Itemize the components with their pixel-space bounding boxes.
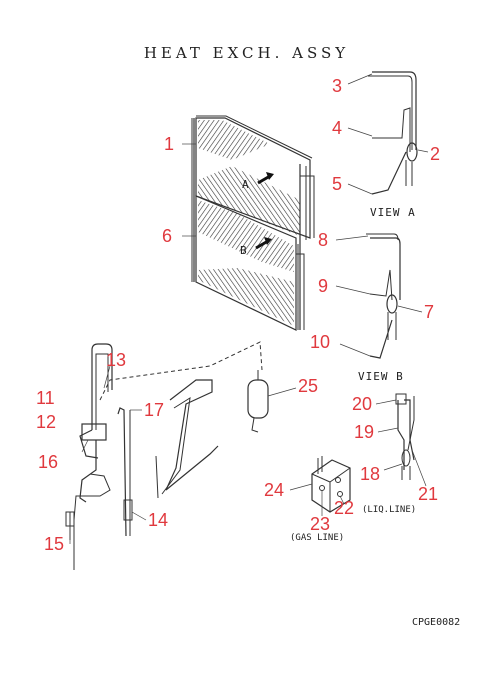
- callout-2: 2: [430, 144, 440, 164]
- callout-17: 17: [144, 400, 164, 420]
- callout-24: 24: [264, 480, 284, 500]
- view-a-piping: [368, 71, 418, 195]
- marker-b: B: [240, 244, 248, 257]
- callout-21: 21: [418, 484, 438, 504]
- callout-19: 19: [354, 422, 374, 442]
- page-title: HEAT EXCH. ASSY: [143, 44, 350, 62]
- callout-9: 9: [318, 276, 328, 296]
- parts-18-21: [395, 393, 415, 480]
- callout-25: 25: [298, 376, 318, 396]
- callout-11: 11: [36, 388, 55, 408]
- callout-10: 10: [310, 332, 330, 352]
- callout-6: 6: [162, 226, 172, 246]
- view-a-label: VIEW A: [370, 206, 416, 219]
- callout-16: 16: [38, 452, 58, 472]
- callout-12: 12: [36, 412, 56, 432]
- marker-a: A: [242, 178, 250, 191]
- view-b-label: VIEW B: [358, 370, 404, 383]
- leader-lines: [69, 73, 429, 544]
- lower-piping-assembly: [65, 341, 269, 570]
- callout-7: 7: [424, 302, 434, 322]
- gas-line-label: (GAS LINE): [290, 533, 344, 543]
- callout-20: 20: [352, 394, 372, 414]
- callout-14: 14: [148, 510, 168, 530]
- callout-15: 15: [44, 534, 64, 554]
- callout-4: 4: [332, 118, 342, 138]
- callout-1: 1: [164, 134, 174, 154]
- parts-22-24: [311, 456, 351, 513]
- view-b-piping: [366, 233, 401, 359]
- callout-5: 5: [332, 174, 342, 194]
- heat-exchanger-core: [191, 115, 315, 331]
- callout-18: 18: [360, 464, 380, 484]
- callout-3: 3: [332, 76, 342, 96]
- callout-13: 13: [106, 350, 126, 370]
- document-code: CPGE0082: [412, 617, 461, 628]
- liq-line-label: (LIQ.LINE): [362, 505, 416, 515]
- callout-8: 8: [318, 230, 328, 250]
- callout-22: 22: [334, 498, 354, 518]
- callout-23: 23: [310, 514, 330, 534]
